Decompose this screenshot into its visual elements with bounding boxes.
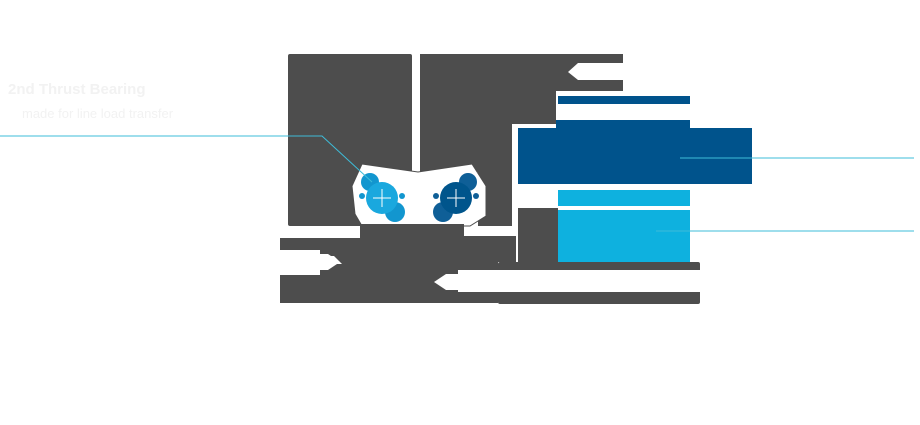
bearing-title: 2nd Thrust Bearing — [8, 81, 146, 98]
ball-left-tab-1 — [359, 193, 365, 199]
bearing-subtitle: made for line load transfer — [22, 106, 174, 121]
inner-seal-body — [558, 210, 690, 262]
shaft-rail-highlight — [458, 270, 700, 292]
arrow-right-icon — [280, 254, 340, 270]
leader-line-bearing — [0, 135, 373, 183]
plus-icon — [447, 189, 465, 207]
right-housing-block — [420, 54, 623, 226]
outer-seal — [518, 120, 752, 184]
seal-bar — [558, 96, 690, 104]
ball-left-tab-2 — [399, 193, 405, 199]
inner-seal-top — [558, 190, 690, 206]
plus-icon — [373, 189, 391, 207]
arrow-left-icon — [434, 274, 458, 290]
ball-right-tab-2 — [473, 193, 479, 199]
ball-right-tab-1 — [433, 193, 439, 199]
spacer-block — [518, 208, 558, 262]
